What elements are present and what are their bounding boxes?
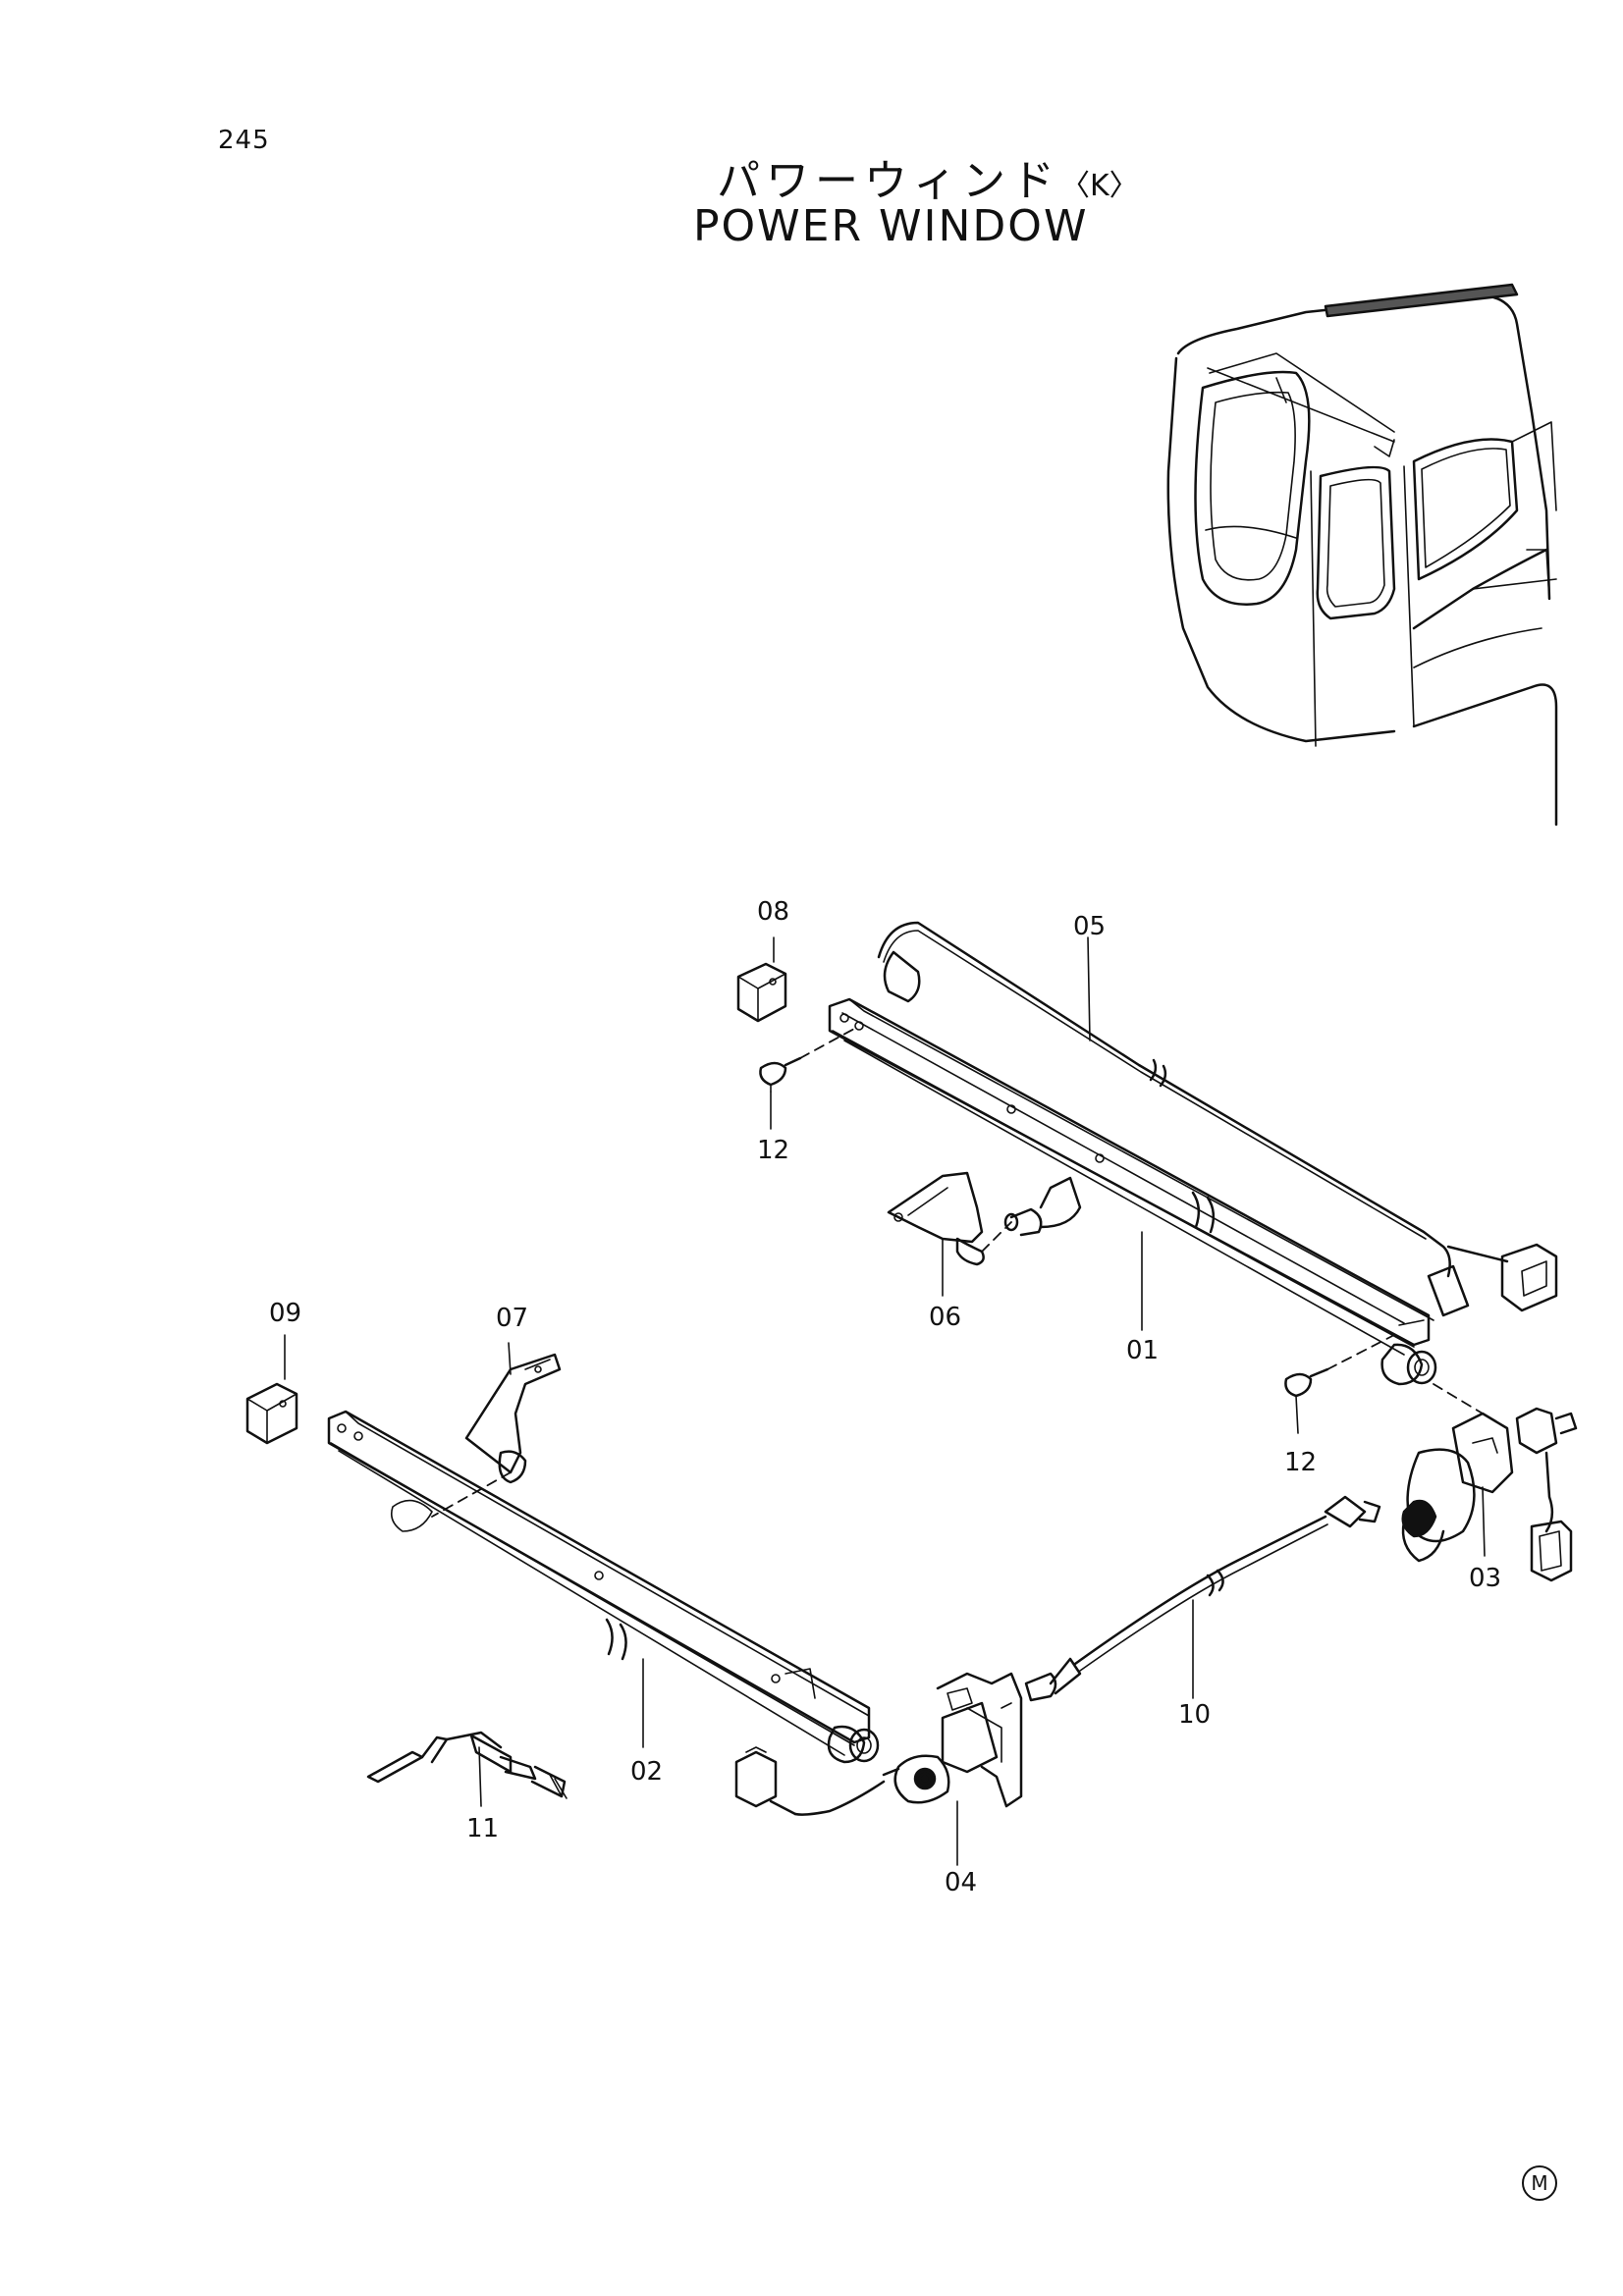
part-09-clip: [245, 1382, 298, 1445]
part-10-cable: [1024, 1495, 1381, 1702]
title-jp-text: パワーウィンド: [717, 156, 1060, 206]
part-12-screw-lower: [1284, 1334, 1395, 1398]
page-number: 245: [218, 126, 270, 155]
part-02-lower-rail: [327, 1410, 880, 1764]
callout-07: 07: [496, 1304, 529, 1333]
part-07-bracket: [431, 1353, 562, 1518]
callout-12-upper: 12: [757, 1136, 790, 1165]
callout-02: 02: [630, 1757, 664, 1787]
cab-overview-illustration: [1166, 283, 1558, 827]
callout-03: 03: [1469, 1564, 1502, 1593]
callout-09: 09: [269, 1299, 302, 1328]
callout-05: 05: [1073, 912, 1107, 941]
callout-12-lower: 12: [1284, 1448, 1318, 1477]
part-04-connector: [734, 1746, 886, 1816]
callout-11: 11: [466, 1814, 500, 1843]
page-title-japanese: パワーウィンド〈K〉: [717, 145, 1139, 208]
leader-lines: [284, 936, 1486, 1866]
page-title-english: POWER WINDOW: [693, 201, 1089, 251]
part-04-motor: [882, 1672, 1023, 1808]
part-11-handle: [366, 1731, 568, 1799]
callout-01: 01: [1126, 1336, 1160, 1365]
callout-10: 10: [1178, 1700, 1212, 1730]
part-01-upper-rail: [828, 997, 1437, 1386]
callout-08: 08: [757, 897, 790, 927]
part-12-screw-upper: [759, 1028, 855, 1093]
callout-04: 04: [945, 1868, 978, 1897]
part-06-bracket: [887, 1171, 1082, 1266]
circled-m-mark: M: [1522, 2165, 1557, 2201]
callout-06: 06: [929, 1303, 962, 1332]
part-08-clip: [736, 962, 787, 1023]
part-03-regulator: [1401, 1383, 1578, 1582]
part-05-harness: [877, 921, 1558, 1317]
title-jp-variant-mark: 〈K〉: [1060, 169, 1139, 203]
